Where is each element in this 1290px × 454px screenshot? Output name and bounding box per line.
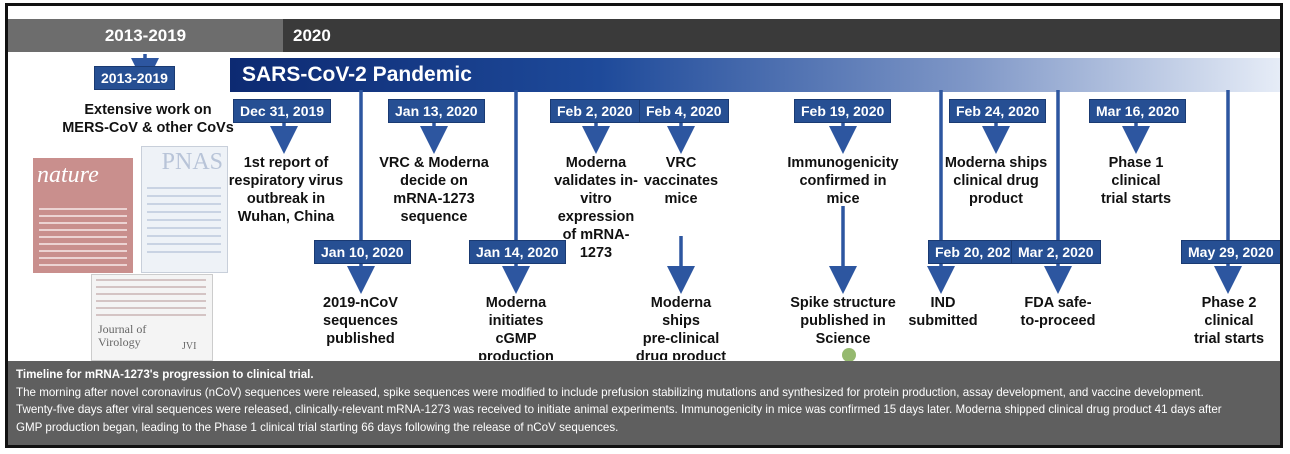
event-jan10-line: sequences [323, 313, 398, 329]
event-feb2-line: vitro [580, 191, 612, 207]
caption-line: GMP production began, leading to the Pha… [16, 420, 619, 434]
figure-caption: Timeline for mRNA-1273's progression to … [8, 361, 1280, 445]
pandemic-banner: SARS-CoV-2 Pandemic [230, 58, 1280, 92]
journal-covers: nature PNAS Journal of Virology JVI [33, 146, 238, 361]
spike-protein-icon [842, 348, 856, 362]
period-header-2013-2019: 2013-2019 [8, 19, 283, 52]
event-jan14-text: Moderna initiates cGMP production [468, 294, 564, 360]
date-badge-may29: May 29, 2020 [1181, 240, 1280, 264]
event-feb20-line: IND [930, 295, 956, 311]
event-feb4-line: VRC [665, 155, 697, 171]
event-dec31-line: respiratory virus [228, 173, 344, 189]
nature-cover: nature [33, 158, 133, 273]
event-feb20-line: submitted [908, 313, 978, 329]
date-badge-jan10: Jan 10, 2020 [314, 240, 411, 264]
event-feb19-line: confirmed in [799, 173, 887, 189]
event-jan14-line: cGMP [495, 331, 537, 347]
event-feb24-text: Moderna ships clinical drug product [936, 154, 1056, 208]
event-mar2-line: FDA safe- [1024, 295, 1092, 311]
event-mar2-line: to-proceed [1020, 313, 1096, 329]
event-may29-line: Phase 2 [1201, 295, 1257, 311]
event-mar16-line: Phase 1 [1108, 155, 1164, 171]
date-badge-feb20: Feb 20, 2020 [928, 240, 1026, 264]
date-badge-jan13: Jan 13, 2020 [388, 99, 485, 123]
jvi-cover: Journal of Virology JVI [91, 274, 213, 361]
event-feb2-line: Moderna [565, 155, 627, 171]
pnas-cover: PNAS [141, 146, 228, 273]
event-feb2-line: validates in- [554, 173, 638, 189]
caption-title: Timeline for mRNA-1273's progression to … [16, 368, 314, 381]
event-feb2-line: of mRNA- [562, 227, 630, 243]
date-badge-jan14: Jan 14, 2020 [469, 240, 566, 264]
event-may29-line: clinical [1204, 313, 1254, 329]
event-jan13-line: decide on [400, 173, 468, 189]
period-header-2020: 2020 [283, 19, 1280, 52]
nature-logo: nature [37, 162, 99, 188]
event-feb19-text: Immunogenicity confirmed in mice [778, 154, 908, 208]
event-feb4-text: VRC vaccinates mice [641, 154, 721, 208]
event-feb24-line: clinical drug [953, 173, 1039, 189]
event-preclinical-line: drug product [635, 349, 727, 360]
event-spike-line: published in [800, 313, 886, 329]
badge-2013-2019: 2013-2019 [94, 66, 175, 90]
event-mar16-text: Phase 1 clinical trial starts [1086, 154, 1186, 208]
event-jan10-line: published [326, 331, 395, 347]
jvi-title: Journal of Virology [98, 323, 146, 349]
timeline-figure: 2013-2019 2020 SARS-CoV-2 Pandemic [5, 3, 1283, 448]
date-badge-feb19: Feb 19, 2020 [794, 99, 892, 123]
event-feb24-line: Moderna ships [944, 155, 1048, 171]
event-may29-text: Phase 2 clinical trial starts [1183, 294, 1275, 348]
event-feb4-line: mice [664, 191, 698, 207]
date-badge-feb2: Feb 2, 2020 [550, 99, 640, 123]
pre-period-text: Extensive work on MERS-CoV & other CoVs [48, 101, 248, 137]
event-dec31-line: outbreak in [246, 191, 326, 207]
event-jan14-line: production [478, 349, 554, 360]
jvi-logo: JVI [182, 341, 197, 352]
event-dec31-line: Wuhan, China [237, 209, 335, 225]
event-feb2-line: expression [557, 209, 635, 225]
date-badge-mar16: Mar 16, 2020 [1089, 99, 1187, 123]
jvi-title-line2: Virology [98, 335, 141, 349]
event-spike-text: Spike structure published in Science [778, 294, 908, 348]
caption-line: The morning after novel coronavirus (nCo… [16, 385, 1204, 399]
event-jan13-text: VRC & Moderna decide on mRNA-1273 sequen… [374, 154, 494, 226]
pre-period-line1: Extensive work on [84, 102, 212, 118]
event-preclinical-line: Moderna [650, 295, 712, 311]
event-jan13-line: sequence [400, 209, 468, 225]
event-preclinical-text: Moderna ships pre-clinical drug product [628, 294, 734, 360]
event-may29-line: trial starts [1193, 331, 1265, 347]
event-mar16-line: trial starts [1100, 191, 1172, 207]
pnas-logo: PNAS [161, 149, 223, 175]
pre-period-line2: MERS-CoV & other CoVs [62, 120, 234, 136]
date-badge-mar2: Mar 2, 2020 [1011, 240, 1101, 264]
event-feb19-line: Immunogenicity [787, 155, 899, 171]
event-jan13-line: VRC & Moderna [379, 155, 489, 171]
event-spike-line: Spike structure [790, 295, 896, 311]
event-spike-line: Science [815, 331, 871, 347]
event-feb4-line: vaccinates [643, 173, 719, 189]
event-feb20-text: IND submitted [903, 294, 983, 330]
event-dec31-text: 1st report of respiratory virus outbreak… [224, 154, 348, 226]
caption-line: Twenty-five days after viral sequences w… [16, 403, 1222, 416]
event-preclinical-line: pre-clinical [642, 331, 720, 347]
event-feb24-line: product [969, 191, 1023, 207]
event-dec31-line: 1st report of [243, 155, 329, 171]
date-badge-dec31: Dec 31, 2019 [233, 99, 332, 123]
date-badge-feb4: Feb 4, 2020 [639, 99, 729, 123]
timeline-arrows [131, 54, 1242, 294]
event-feb2-line: 1273 [579, 245, 613, 261]
event-feb2-text: Moderna validates in- vitro expression o… [548, 154, 644, 262]
event-jan13-line: mRNA-1273 [393, 191, 475, 207]
event-mar2-text: FDA safe- to-proceed [1008, 294, 1108, 330]
date-badge-feb24: Feb 24, 2020 [949, 99, 1047, 123]
event-jan14-line: initiates [488, 313, 544, 329]
event-mar16-line: clinical [1111, 173, 1161, 189]
event-jan14-line: Moderna [485, 295, 547, 311]
event-feb19-line: mice [826, 191, 860, 207]
event-jan10-line: 2019-nCoV [323, 295, 398, 311]
jvi-title-line1: Journal of [98, 322, 147, 336]
event-jan10-text: 2019-nCoV sequences published [308, 294, 413, 348]
event-preclinical-line: ships [662, 313, 700, 329]
